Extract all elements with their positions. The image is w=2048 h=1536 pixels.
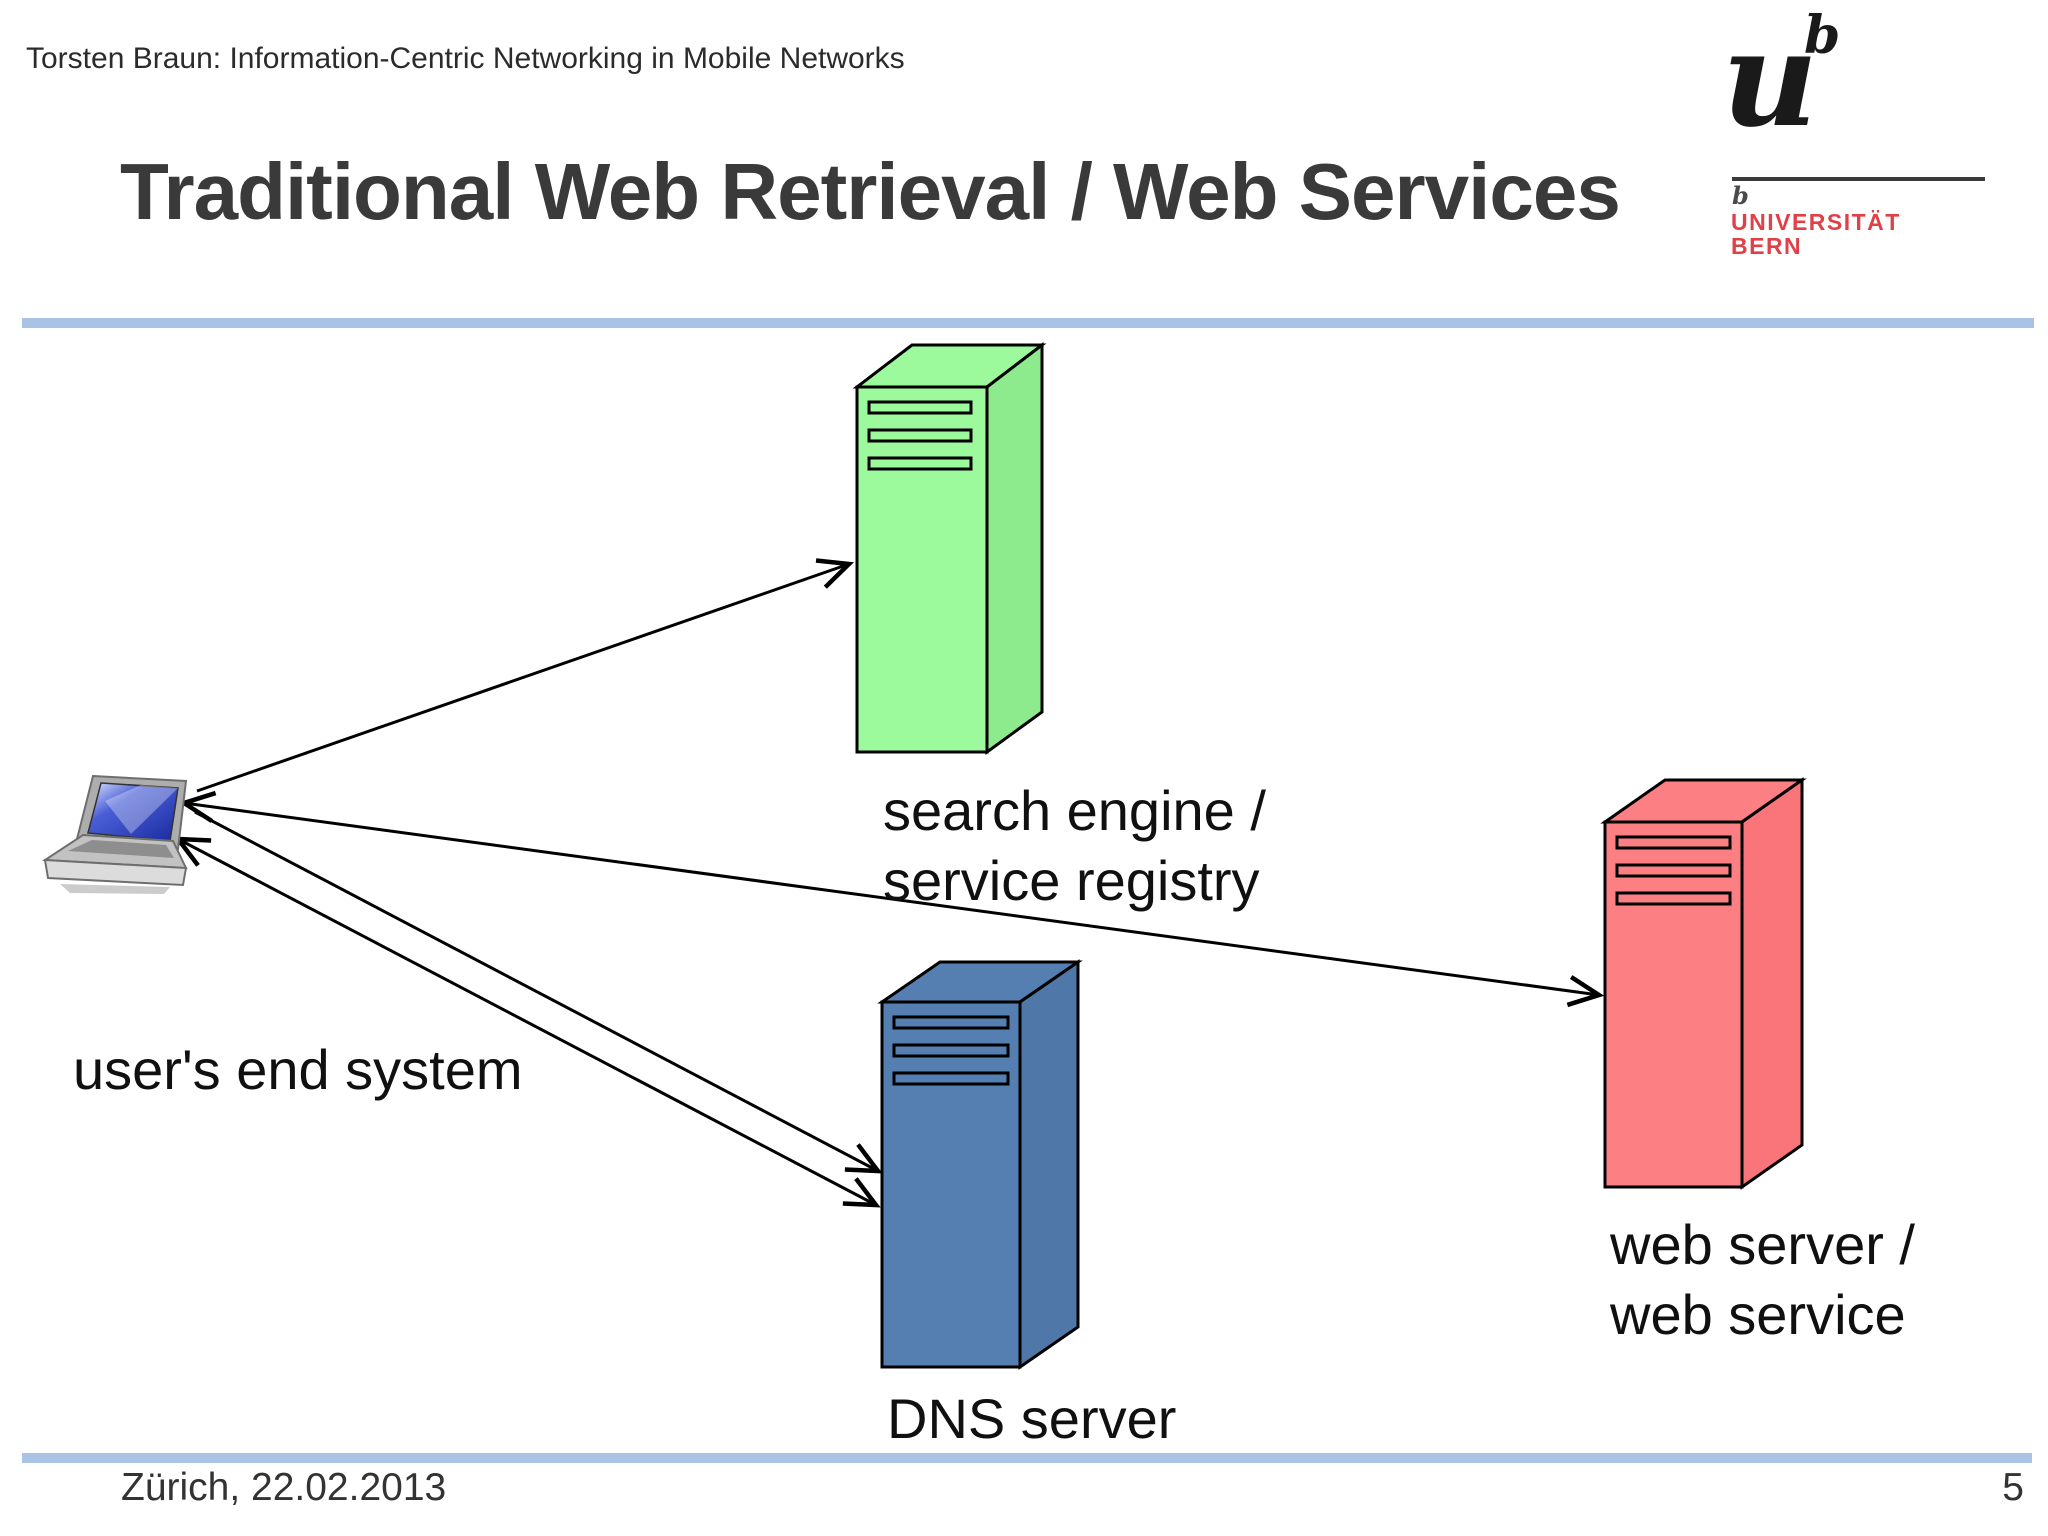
server-side-face (985, 341, 1044, 755)
server-front-face (855, 385, 989, 754)
footer-page-number: 5 (2002, 1466, 2024, 1509)
web-server-icon (1600, 777, 1807, 1190)
edge-user-to-dns-server (194, 810, 883, 1174)
server-vent-slit (892, 1043, 1010, 1058)
server-vent-slit (1615, 835, 1732, 850)
dns-server-icon (877, 959, 1083, 1370)
label-user-end-system: user's end system (73, 1038, 523, 1101)
laptop-shadow (60, 884, 170, 894)
server-side-face (1018, 959, 1080, 1370)
edge-user-to-search-engine (196, 558, 854, 793)
label-search-engine: search engine / service registry (883, 779, 1266, 912)
laptop-front-edge (43, 858, 188, 887)
server-vent-slit (867, 400, 973, 415)
laptop-keys (68, 840, 174, 858)
edge-user-dns-server-bidirectional (173, 836, 881, 1208)
logo-rule (1732, 177, 1985, 181)
page-title: Traditional Web Retrieval / Web Services (120, 147, 1621, 236)
server-front-face (880, 1000, 1022, 1369)
search-engine-server-icon (852, 341, 1047, 755)
laptop-icon (41, 774, 188, 894)
logo-universitaet-text: UNIVERSITÄT (1731, 209, 1901, 235)
logo-small-b: b (1732, 181, 1749, 210)
label-web-server: web server / web service (1610, 1213, 1915, 1346)
top-accent-bar (22, 318, 2034, 328)
server-vent-slit (1615, 891, 1732, 906)
edge-user-web-server-bidirectional (178, 790, 1605, 1008)
laptop-screen-glare (105, 785, 178, 834)
logo-bern-text: BERN (1731, 233, 1803, 259)
label-dns-server: DNS server (887, 1387, 1177, 1450)
server-vent-slit (867, 428, 973, 443)
server-front-face (1603, 820, 1744, 1189)
server-vent-slit (892, 1015, 1010, 1030)
server-vent-slit (892, 1071, 1010, 1086)
server-vent-slit (867, 456, 973, 471)
logo-monogram-u: u (1722, 2, 1818, 157)
running-header: Torsten Braun: Information-Centric Netwo… (26, 42, 905, 75)
server-side-face (1740, 777, 1804, 1190)
logo-monogram-superscript: b (1804, 5, 1841, 66)
edges (173, 558, 1605, 1208)
footer-location-date: Zürich, 22.02.2013 (121, 1466, 447, 1509)
server-vent-slit (1615, 863, 1732, 878)
bottom-accent-bar (22, 1453, 2032, 1463)
